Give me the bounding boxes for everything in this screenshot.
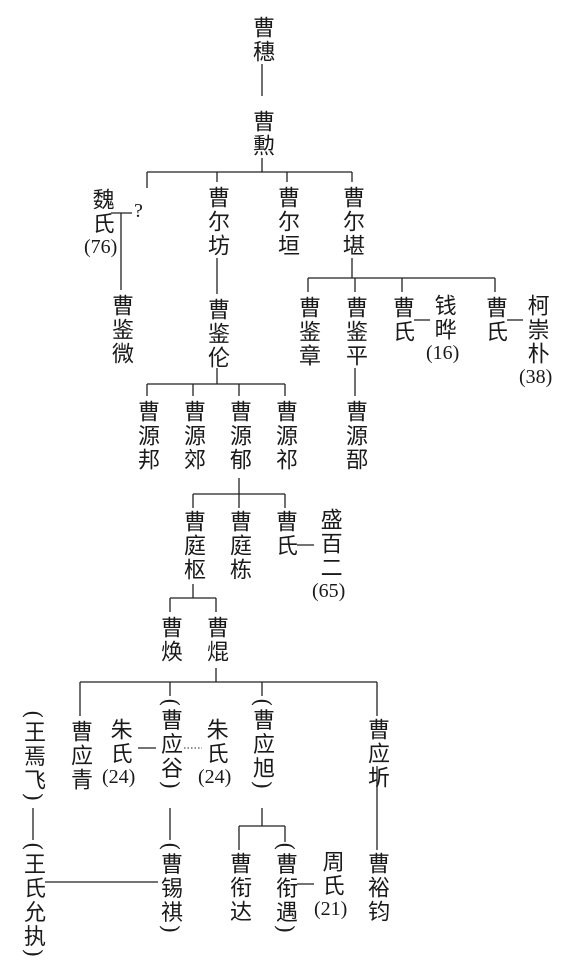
person-node: 曹源邦 <box>134 400 159 472</box>
person-name: 周氏 <box>318 850 344 898</box>
person-age: (76) <box>84 236 118 258</box>
person-node: (曹衔遇) <box>272 842 297 936</box>
person-name: 钱晔 <box>430 294 456 342</box>
person-node: 曹鉴平 <box>342 296 367 368</box>
person-name: 曹源郚 <box>342 400 367 472</box>
person-name: 曹源祁 <box>272 400 297 472</box>
person-node: 曹穗 <box>249 16 274 64</box>
person-node: 曹鉴伦 <box>204 298 229 370</box>
person-node: 曹应青 <box>67 720 92 792</box>
person-node: 钱晔 (16) <box>426 294 459 364</box>
person-name: 魏氏 <box>88 188 114 236</box>
person-node: 曹庭枢 <box>180 510 205 582</box>
person-node: 曹应圻 <box>364 718 389 790</box>
person-name: 曹焕 <box>157 616 182 664</box>
person-age: (21) <box>314 898 348 920</box>
person-node: 魏氏 (76) <box>84 188 117 258</box>
person-name: 曹氏 <box>482 296 507 344</box>
person-age: (24) <box>198 766 232 788</box>
person-name: 曹庭栋 <box>226 510 251 582</box>
person-node: 曹氏 <box>272 510 297 558</box>
person-name: 曹源郁 <box>226 400 251 472</box>
person-name: 盛百二 <box>316 508 342 580</box>
person-node: 曹源郚 <box>342 400 367 472</box>
unknown-person: ? <box>134 200 143 222</box>
person-name: (曹应谷) <box>157 698 182 792</box>
person-name: 曹鉴伦 <box>204 298 229 370</box>
person-node: (王氏允执) <box>20 842 45 960</box>
person-node: 曹鉴微 <box>108 294 133 366</box>
person-node: 曹氏 <box>482 296 507 344</box>
person-node: 曹庭栋 <box>226 510 251 582</box>
person-node: (曹应谷) <box>157 698 182 792</box>
person-name: 曹尔坊 <box>204 186 229 258</box>
person-age: (38) <box>519 366 553 388</box>
person-name: 曹鉴平 <box>342 296 367 368</box>
person-node: 曹焜 <box>203 616 228 664</box>
person-node: (曹锡祺) <box>157 842 182 936</box>
person-name: 曹氏 <box>272 510 297 558</box>
person-name: 曹鉴微 <box>108 294 133 366</box>
person-age: (16) <box>426 342 460 364</box>
person-name: (曹锡祺) <box>157 842 182 936</box>
person-name: 柯崇朴 <box>523 294 549 366</box>
person-name: 曹勲 <box>249 110 274 158</box>
person-node: 曹源郁 <box>226 400 251 472</box>
person-name: 曹尔垣 <box>274 186 299 258</box>
person-name: (曹应旭) <box>249 698 274 792</box>
person-age: (24) <box>102 766 136 788</box>
person-node: 曹源祁 <box>272 400 297 472</box>
person-node: 曹裕钧 <box>364 852 389 924</box>
person-node: 柯崇朴 (38) <box>519 294 552 388</box>
person-node: (曹应旭) <box>249 698 274 792</box>
person-name: 曹裕钧 <box>364 852 389 924</box>
person-name: 曹源邦 <box>134 400 159 472</box>
person-name: (王焉飞) <box>20 710 45 804</box>
person-name: 曹焜 <box>203 616 228 664</box>
person-name: 曹尔堪 <box>339 186 364 258</box>
person-name: 曹鉴章 <box>295 296 320 368</box>
person-node: 曹氏 <box>389 296 414 344</box>
person-node: 曹焕 <box>157 616 182 664</box>
person-node: 曹衔达 <box>226 852 251 924</box>
person-node: 曹尔坊 <box>204 186 229 258</box>
person-name: 曹应青 <box>67 720 92 792</box>
person-age: (65) <box>312 580 346 602</box>
person-node: 曹勲 <box>249 110 274 158</box>
person-node: 盛百二 (65) <box>312 508 345 602</box>
person-name: 曹穗 <box>249 16 274 64</box>
person-node: 曹源郊 <box>180 400 205 472</box>
person-name: 曹源郊 <box>180 400 205 472</box>
person-node: (王焉飞) <box>20 710 45 804</box>
person-node: ? <box>134 200 143 222</box>
person-node: 周氏 (21) <box>314 850 347 920</box>
person-node: 朱氏 (24) <box>198 718 231 788</box>
person-name: 曹氏 <box>389 296 414 344</box>
person-name: (王氏允执) <box>20 842 45 960</box>
person-name: (曹衔遇) <box>272 842 297 936</box>
person-name: 朱氏 <box>202 718 228 766</box>
person-node: 曹尔堪 <box>339 186 364 258</box>
person-node: 曹鉴章 <box>295 296 320 368</box>
person-name: 曹庭枢 <box>180 510 205 582</box>
person-name: 曹衔达 <box>226 852 251 924</box>
person-name: 朱氏 <box>106 718 132 766</box>
person-name: 曹应圻 <box>364 718 389 790</box>
person-node: 曹尔垣 <box>274 186 299 258</box>
person-node: 朱氏 (24) <box>102 718 135 788</box>
